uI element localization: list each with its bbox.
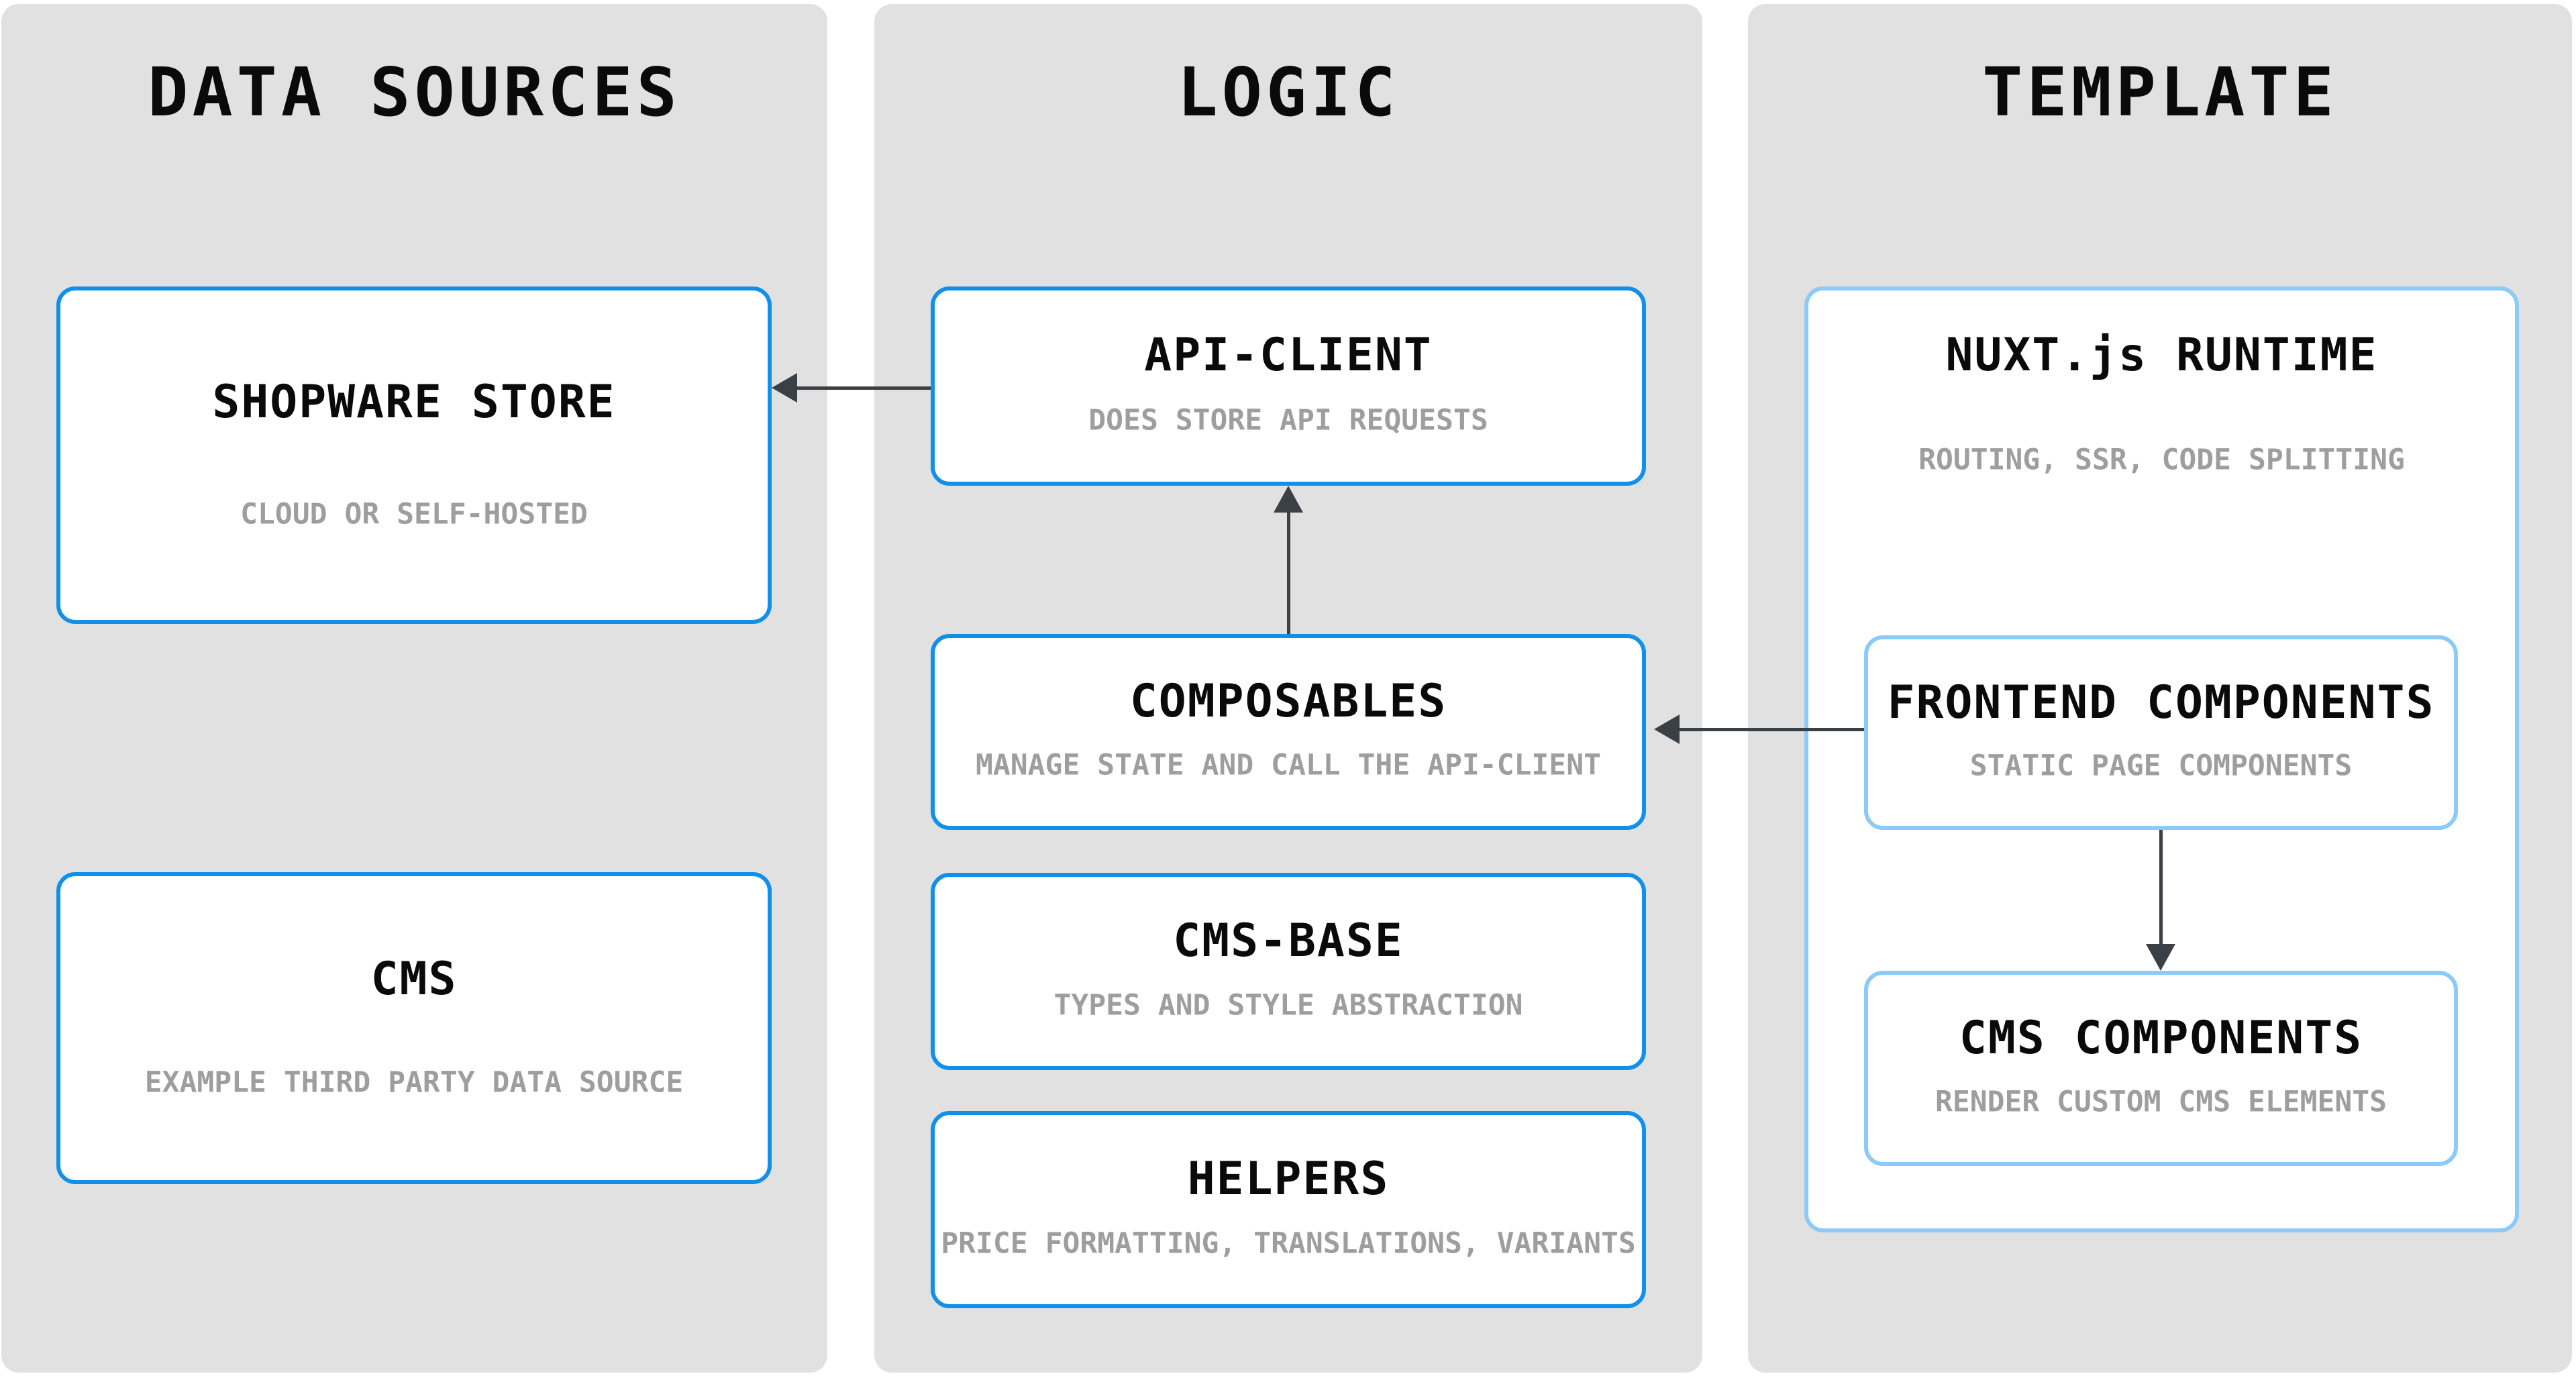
arrow-frontend-to-composables-line: [1678, 728, 1864, 731]
node-api-client: API-CLIENT DOES STORE API REQUESTS: [931, 286, 1646, 486]
node-subtitle: DOES STORE API REQUESTS: [1088, 403, 1488, 437]
node-composables: COMPOSABLES MANAGE STATE AND CALL THE AP…: [931, 634, 1646, 830]
node-title: HELPERS: [1187, 1152, 1390, 1206]
arrowhead-left-icon: [1654, 714, 1680, 744]
node-title: FRONTEND COMPONENTS: [1887, 676, 2435, 729]
arrowhead-down-icon: [2146, 944, 2175, 971]
arrow-composables-to-api-client-line: [1287, 510, 1290, 634]
node-title: CMS: [370, 953, 458, 1006]
node-title: CMS COMPONENTS: [1959, 1011, 2363, 1065]
node-title: CMS-BASE: [1173, 914, 1404, 967]
node-subtitle: CLOUD OR SELF-HOSTED: [240, 497, 588, 531]
node-title: NUXT.js RUNTIME: [1945, 329, 2378, 382]
node-subtitle: ROUTING, SSR, CODE SPLITTING: [1918, 443, 2405, 477]
node-cms-base: CMS-BASE TYPES AND STYLE ABSTRACTION: [931, 873, 1646, 1070]
arrow-frontend-to-cms-components-line: [2159, 830, 2163, 945]
node-cms-components: CMS COMPONENTS RENDER CUSTOM CMS ELEMENT…: [1864, 971, 2458, 1166]
node-subtitle: STATIC PAGE COMPONENTS: [1969, 749, 2353, 783]
node-title: COMPOSABLES: [1129, 675, 1447, 729]
node-shopware-store: SHOPWARE STORE CLOUD OR SELF-HOSTED: [56, 286, 772, 624]
arrowhead-up-icon: [1274, 486, 1303, 513]
node-helpers: HELPERS PRICE FORMATTING, TRANSLATIONS, …: [931, 1111, 1646, 1308]
column-header-template: TEMPLATE: [1982, 53, 2338, 131]
column-header-logic: LOGIC: [1177, 53, 1400, 131]
arrowhead-left-icon: [772, 373, 797, 403]
node-cms: CMS EXAMPLE THIRD PARTY DATA SOURCE: [56, 872, 772, 1184]
node-subtitle: EXAMPLE THIRD PARTY DATA SOURCE: [144, 1065, 684, 1100]
node-subtitle: PRICE FORMATTING, TRANSLATIONS, VARIANTS: [941, 1226, 1636, 1261]
node-subtitle: TYPES AND STYLE ABSTRACTION: [1053, 988, 1523, 1022]
node-subtitle: RENDER CUSTOM CMS ELEMENTS: [1935, 1085, 2387, 1119]
node-subtitle: MANAGE STATE AND CALL THE API-CLIENT: [976, 748, 1601, 782]
node-title: SHOPWARE STORE: [212, 375, 616, 429]
arrow-api-client-to-shopware-line: [796, 386, 931, 390]
column-header-data-sources: DATA SOURCES: [148, 53, 681, 131]
node-frontend-components: FRONTEND COMPONENTS STATIC PAGE COMPONEN…: [1864, 635, 2458, 830]
node-title: API-CLIENT: [1144, 328, 1433, 382]
